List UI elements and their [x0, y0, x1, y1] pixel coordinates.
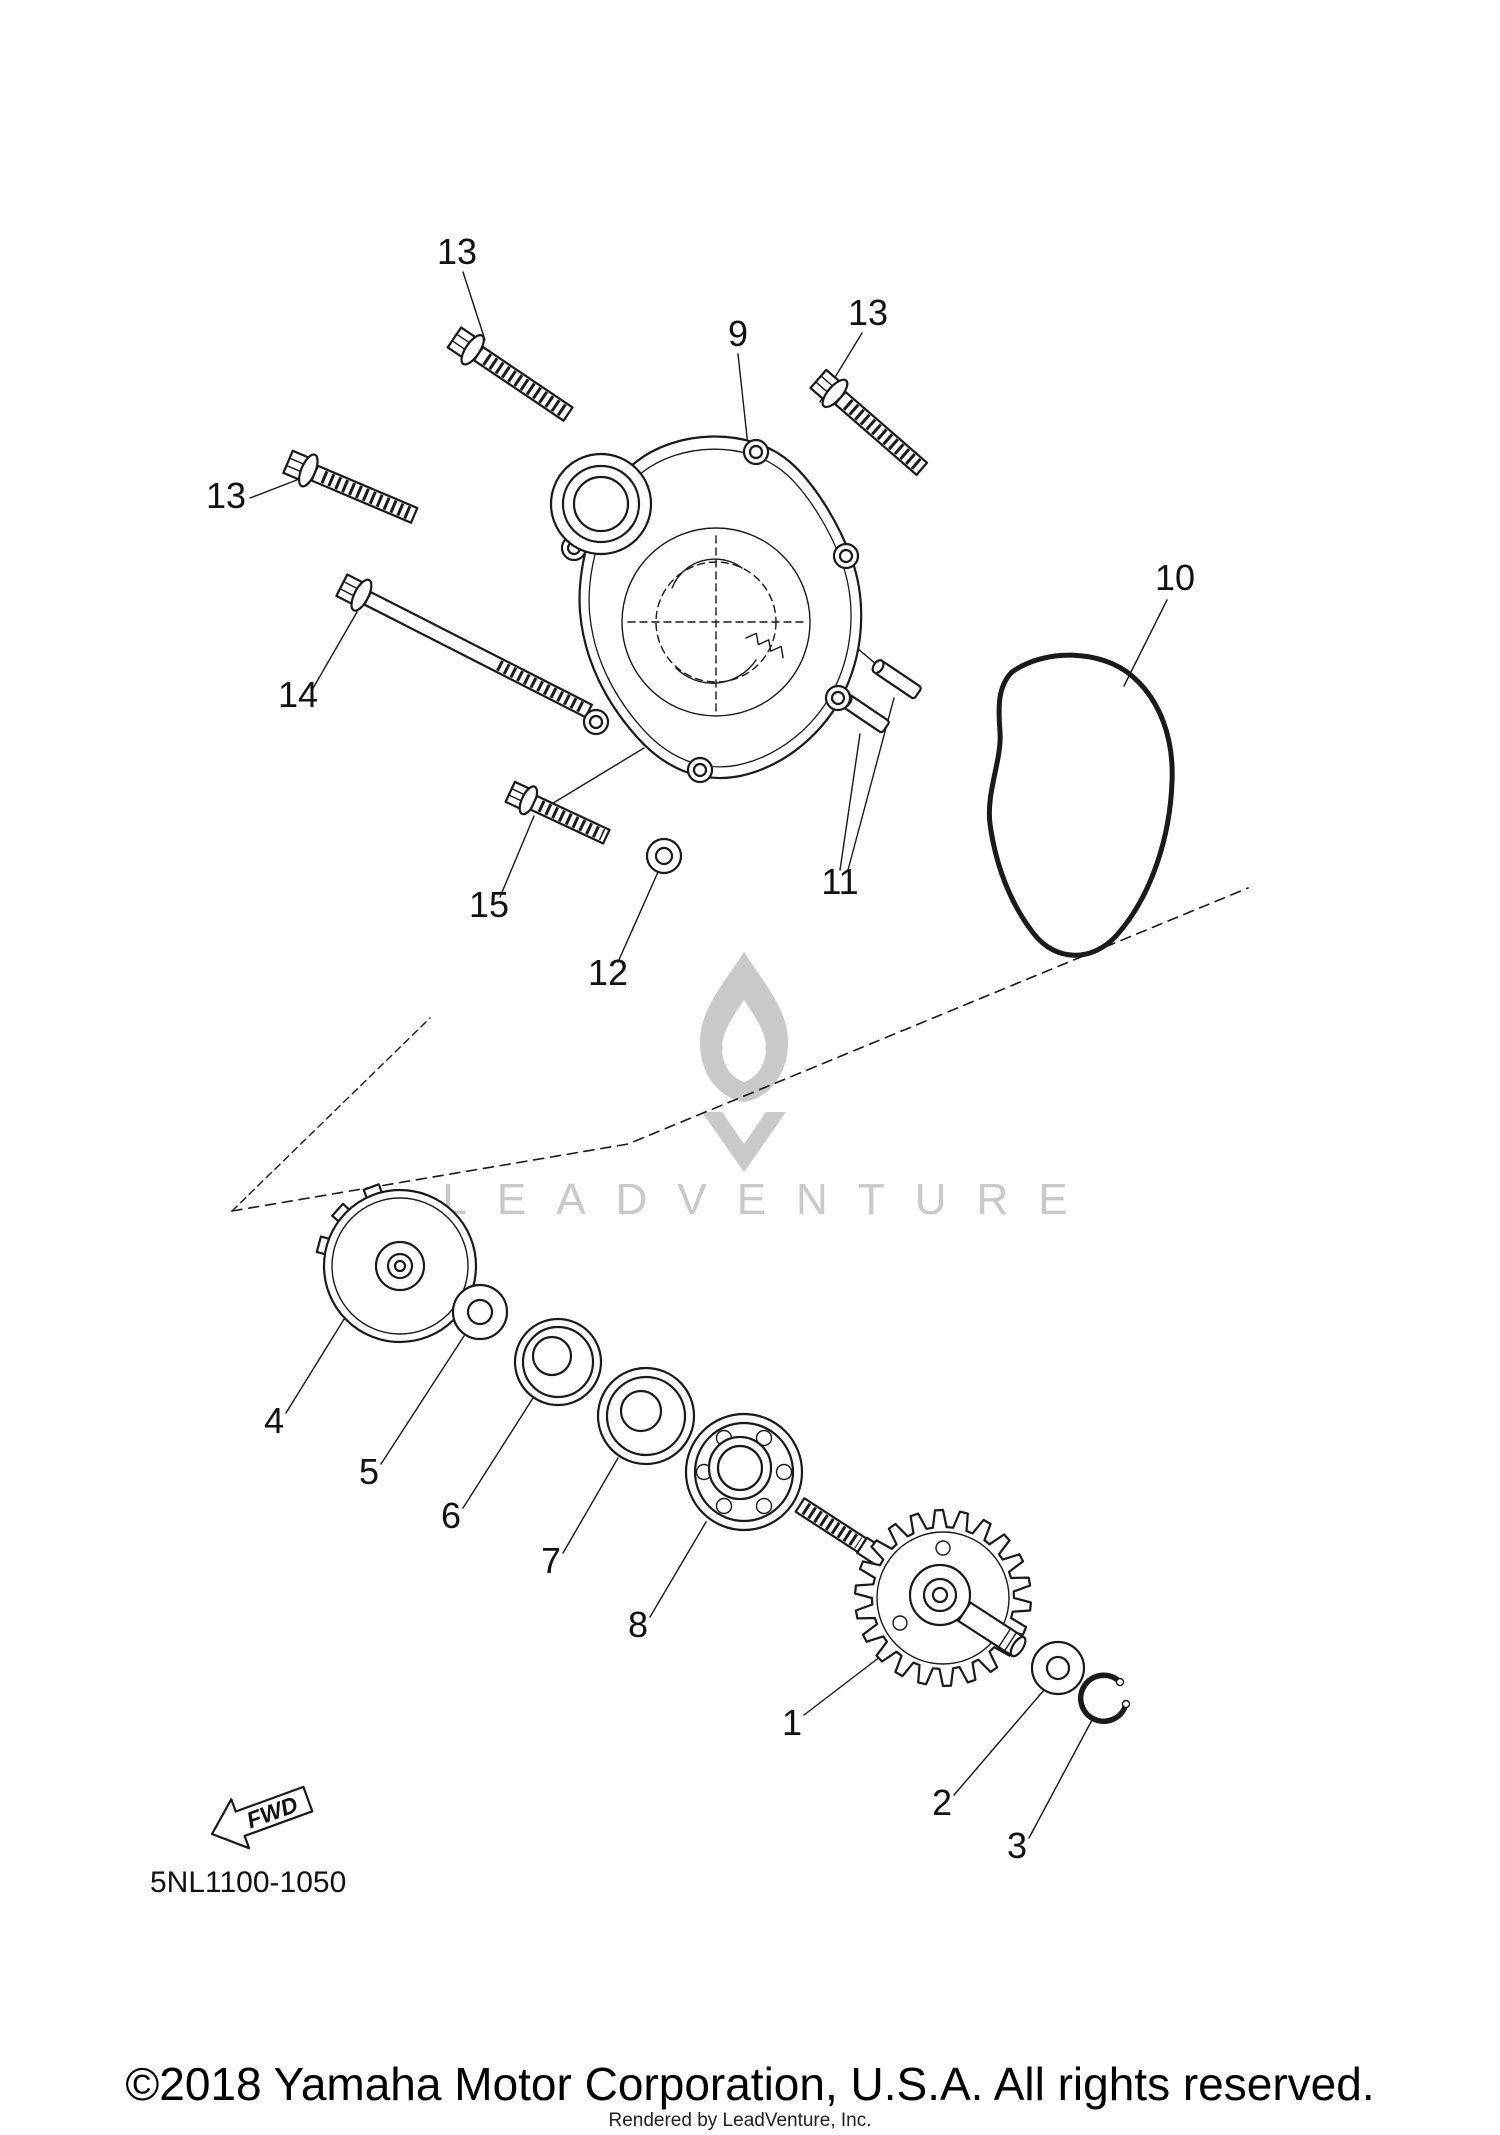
dowel-pin-part-11-b	[871, 659, 922, 700]
callout-5: 5	[359, 1451, 379, 1492]
watermark-text: LEADVENTURE	[442, 1175, 1097, 1224]
cover-bolt-holes	[560, 438, 860, 784]
fwd-arrow: FWD	[210, 1785, 314, 1850]
oil-seal-part-7	[596, 1366, 696, 1466]
callout-4: 4	[264, 1400, 284, 1441]
bearing-part-8	[684, 1412, 804, 1532]
washer-part-12	[645, 837, 683, 875]
construction-plane-dashed-line	[231, 887, 1249, 1212]
impeller-part-4	[315, 1183, 478, 1344]
leadventure-flame-icon	[700, 952, 788, 1172]
callout-13-top-left: 13	[437, 231, 477, 272]
pump-shaft-tip	[957, 1601, 1027, 1658]
callout-9: 9	[728, 313, 748, 354]
diagram-code: 5NL1100-1050	[150, 1866, 346, 1899]
callout-13-top-right: 13	[848, 292, 888, 333]
callout-7: 7	[541, 1540, 561, 1581]
construction-dashed-line-left	[231, 1017, 431, 1212]
callout-15: 15	[469, 884, 509, 925]
bolt-part-14	[334, 570, 596, 726]
callout-8: 8	[628, 1604, 648, 1645]
callout-14: 14	[278, 674, 318, 715]
pump-cover-part-9	[549, 435, 863, 784]
callout-1: 1	[782, 1702, 802, 1743]
callout-3: 3	[1007, 1825, 1027, 1866]
callout-2: 2	[932, 1782, 952, 1823]
copyright-text: ©2018 Yamaha Motor Corporation, U.S.A. A…	[125, 2058, 1374, 2110]
callout-12: 12	[588, 952, 628, 993]
washer-part-5	[451, 1283, 509, 1341]
callout-13-left: 13	[206, 475, 246, 516]
seal-part-6	[513, 1317, 603, 1407]
bolt-part-13-top-right	[807, 366, 933, 482]
bolt-part-15	[504, 778, 613, 850]
callout-labels: 13 9 13 13 14 10 11 15 12 4 5 6 7 8 1 2 …	[206, 231, 1195, 1866]
bolt-part-13-top-left	[445, 323, 578, 428]
rendered-by-text: Rendered by LeadVenture, Inc.	[608, 2110, 871, 2131]
circlip-part-3	[1077, 1672, 1131, 1724]
cover-inlet-port	[549, 452, 653, 556]
leadventure-watermark: LEADVENTURE	[442, 952, 1097, 1224]
gasket-part-10	[986, 652, 1175, 958]
pump-drive-gear-part-1	[854, 1508, 1032, 1688]
bolt-part-13-left	[281, 446, 420, 531]
callout-10: 10	[1155, 557, 1195, 598]
callout-6: 6	[441, 1495, 461, 1536]
washer-part-2	[1030, 1640, 1086, 1696]
callout-11: 11	[821, 861, 858, 902]
